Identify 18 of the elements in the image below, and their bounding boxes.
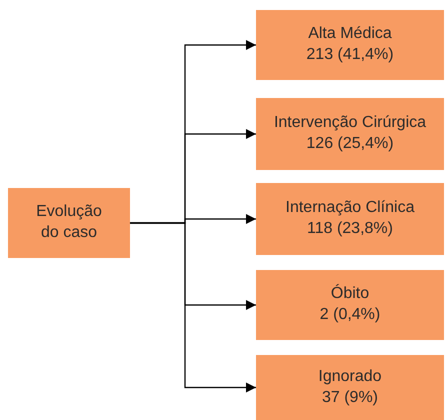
node-label: Evolução do caso: [35, 202, 103, 243]
node-label: Alta Médica: [307, 24, 393, 44]
process-box: [256, 183, 444, 255]
count-label: 118 (23,8%): [306, 219, 394, 239]
node-label: Internação Clínica: [284, 198, 416, 218]
process-box: [8, 188, 130, 258]
node-label: Ignorado: [317, 366, 383, 387]
count-label: 126 (25,4%): [305, 134, 395, 154]
process-box: [256, 355, 444, 420]
count-label: 2 (0,4%): [318, 305, 382, 325]
process-box: [256, 98, 444, 170]
node-label: Óbito: [330, 284, 370, 304]
node-label: Intervenção Cirúrgica: [272, 113, 428, 134]
process-box: [256, 10, 444, 80]
arrow: [130, 222, 256, 392]
process-box: [256, 270, 444, 340]
count-label: 37 (9%): [320, 388, 380, 408]
count-label: 213 (41,4%): [305, 45, 395, 65]
